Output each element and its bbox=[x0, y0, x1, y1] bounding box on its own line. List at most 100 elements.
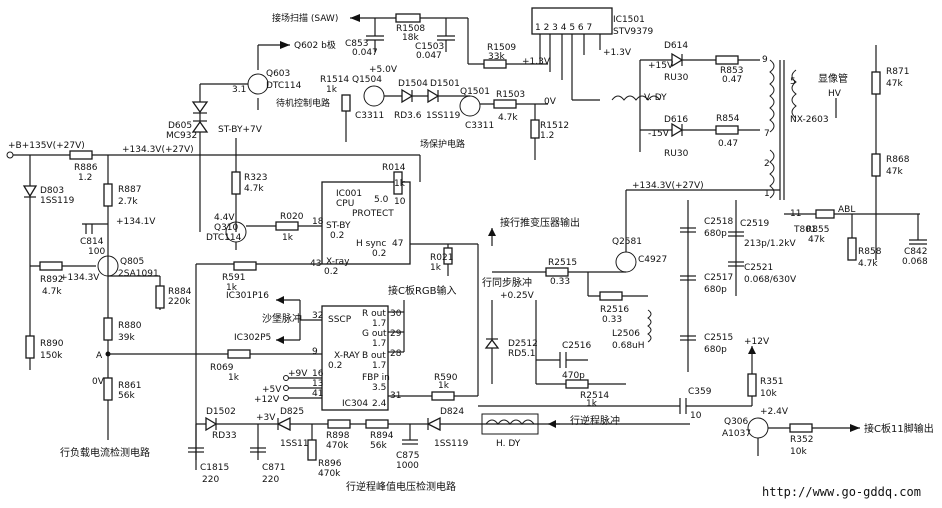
hdy-label: H. DY bbox=[496, 439, 521, 449]
sand-label: 沙堡脉冲 bbox=[262, 312, 302, 325]
r1509-value: 33k bbox=[488, 52, 505, 62]
v50-label: +5.0V bbox=[369, 65, 398, 75]
pin9-label: 9 bbox=[762, 55, 768, 65]
r887-label: R887 bbox=[118, 185, 141, 195]
pin29-label: 29 bbox=[390, 329, 402, 339]
website-url[interactable]: http://www.go-gddq.com bbox=[762, 485, 921, 499]
l2506-label: L2506 bbox=[612, 329, 640, 339]
q603-part: DTC114 bbox=[266, 81, 302, 91]
r1514-label: R1514 bbox=[320, 75, 349, 85]
c3311b-label: C3311 bbox=[465, 121, 494, 131]
pin47-label: 47 bbox=[392, 239, 403, 249]
c1815-label: C1815 bbox=[200, 463, 229, 473]
r871-label: R871 bbox=[886, 67, 909, 77]
r894-label: R894 bbox=[370, 431, 394, 441]
d824-label: D824 bbox=[440, 407, 464, 417]
v1341-label: +134.1V bbox=[116, 217, 156, 227]
v15p-label: +15V bbox=[648, 61, 674, 71]
c2517-value: 680p bbox=[704, 285, 727, 295]
fbt-primary-coil bbox=[769, 59, 775, 133]
rd51-label: RD5.1 bbox=[508, 349, 536, 359]
bout-v: 1.7 bbox=[372, 361, 386, 371]
r880-value: 39k bbox=[118, 333, 135, 343]
r880-label: R880 bbox=[118, 321, 142, 331]
r898-label: R898 bbox=[326, 431, 350, 441]
d803-part: 1SS119 bbox=[40, 196, 75, 206]
rgb-input-label: 接C板RGB输入 bbox=[388, 284, 457, 297]
rd36-label: RD3.6 bbox=[394, 111, 422, 121]
ru30a-label: RU30 bbox=[664, 73, 689, 83]
r896-label: R896 bbox=[318, 459, 342, 469]
ru30b-label: RU30 bbox=[664, 149, 689, 159]
pin1-label: 1 bbox=[764, 189, 770, 199]
r854-label: R854 bbox=[716, 114, 740, 124]
v44-label: 4.4V bbox=[214, 213, 235, 223]
q306-label: Q306 bbox=[724, 417, 749, 427]
r352-label: R352 bbox=[790, 435, 813, 445]
t801-label: T801 bbox=[793, 225, 817, 235]
fbp-label: FBP in bbox=[362, 373, 390, 383]
q2581-transistor bbox=[615, 251, 637, 273]
pin10-label: 10 bbox=[394, 197, 406, 207]
c871-value: 220 bbox=[262, 475, 279, 485]
ic1501-pins: 1 2 3 4 5 6 7 bbox=[535, 23, 592, 33]
r1508-label: R1508 bbox=[396, 24, 425, 34]
r1503-label: R1503 bbox=[496, 90, 525, 100]
pin30-label: 30 bbox=[390, 309, 402, 319]
r1503-value: 4.7k bbox=[498, 113, 518, 123]
r884-label: R884 bbox=[168, 287, 192, 297]
c853-value: 0.047 bbox=[352, 48, 378, 58]
r351-value: 10k bbox=[760, 389, 777, 399]
xray-v: 0.2 bbox=[328, 361, 342, 371]
r1514-value: 1k bbox=[326, 85, 338, 95]
c853-label: C853 bbox=[345, 39, 368, 49]
v24-label: +2.4V bbox=[760, 407, 789, 417]
r351-label: R351 bbox=[760, 377, 783, 387]
r890-value: 150k bbox=[40, 351, 63, 361]
d614-label: D614 bbox=[664, 41, 688, 51]
b-plus-terminal bbox=[6, 151, 14, 159]
drv-out-label: 接行推变压器输出 bbox=[500, 216, 580, 229]
xray-pin-label: X-ray bbox=[326, 257, 350, 267]
pin13-label: 13 bbox=[312, 379, 323, 389]
c2521-label: C2521 bbox=[744, 263, 773, 273]
field-scan-label: 接场扫描 (SAW) bbox=[272, 12, 338, 24]
fbt-secondary-coil bbox=[769, 149, 775, 199]
ic302-label: IC302P5 bbox=[234, 333, 271, 343]
r1512-value: 1.2 bbox=[540, 131, 554, 141]
ic1501-part: STV9379 bbox=[613, 27, 654, 37]
pin7-label: 7 bbox=[764, 129, 770, 139]
pin16-label: 16 bbox=[312, 369, 324, 379]
c1815-value: 220 bbox=[202, 475, 219, 485]
d824-part: 1SS119 bbox=[434, 439, 469, 449]
gout-v: 1.7 bbox=[372, 339, 386, 349]
pin5-label: 5 bbox=[790, 77, 796, 87]
ic304-section: R591 1k IC301P16 沙堡脉冲 IC302P5 SSCP 32 R … bbox=[210, 261, 478, 411]
q2581-label: Q2581 bbox=[612, 237, 642, 247]
d2512-label: D2512 bbox=[508, 339, 538, 349]
r853-value: 0.47 bbox=[722, 75, 742, 85]
r323-value: 4.7k bbox=[244, 184, 264, 194]
v13a-label: +1.3V bbox=[522, 57, 551, 67]
peak-detect-label: 行逆程峰值电压检测电路 bbox=[346, 480, 456, 493]
v025-label: +0.25V bbox=[500, 291, 535, 301]
ic001-box bbox=[321, 181, 411, 265]
ic1501-label: IC1501 bbox=[613, 15, 645, 25]
protect-label: PROTECT bbox=[352, 209, 394, 219]
d1501-label: D1501 bbox=[430, 79, 460, 89]
c359-label: C359 bbox=[688, 387, 712, 397]
field-protect-label: 场保护电路 bbox=[420, 138, 465, 150]
hdy-coil bbox=[485, 419, 535, 425]
rout-v: 1.7 bbox=[372, 319, 386, 329]
q805-label: Q805 bbox=[120, 257, 144, 267]
v15n-label: -15V bbox=[648, 129, 670, 139]
l2506-coil bbox=[647, 309, 652, 343]
hv-label: HV bbox=[828, 89, 842, 99]
r352-value: 10k bbox=[790, 447, 807, 457]
b-plus-label: +B+135V(+27V) bbox=[8, 141, 85, 151]
hsync-label: H sync bbox=[356, 239, 386, 249]
cpu-v50: 5.0 bbox=[374, 195, 389, 205]
q306-part: A1037 bbox=[722, 429, 751, 439]
r892-value: 4.7k bbox=[42, 287, 62, 297]
